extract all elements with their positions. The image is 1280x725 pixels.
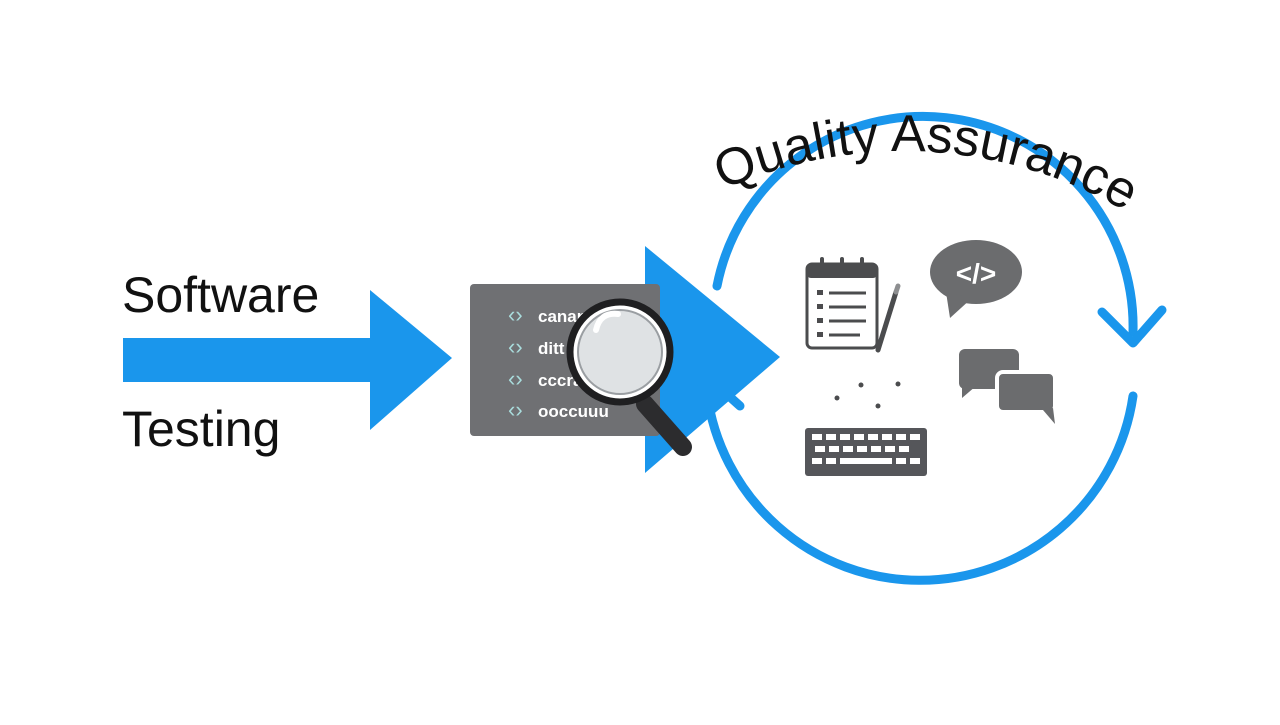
- code-brace-icon: ‹›: [508, 397, 523, 422]
- code-brace-icon: ‹›: [508, 334, 523, 359]
- cycle-arc-top: [712, 111, 1138, 337]
- magnifying-glass-icon: [566, 298, 692, 456]
- checklist-pencil-icon: [805, 257, 901, 353]
- cycle-arrowhead-left: [678, 374, 745, 413]
- software-label: Software: [122, 267, 320, 323]
- cycle-arrowhead-right: [1097, 305, 1167, 348]
- code-line-2: ‹› ditt: [508, 334, 565, 359]
- code-brace-icon: ‹›: [508, 302, 523, 327]
- testing-label: Testing: [122, 401, 281, 457]
- cycle-arc-bottom: [702, 388, 1138, 585]
- main-arrow: [123, 290, 452, 430]
- qa-cycle-arrows: [678, 111, 1167, 585]
- quality-assurance-text: Quality Assurance: [706, 105, 1148, 222]
- code-line-text: ooccuuu: [538, 402, 609, 421]
- quality-assurance-label: Quality Assurance: [706, 105, 1148, 222]
- keyboard-icon: [805, 381, 927, 476]
- chat-bubbles-icon: [959, 349, 1057, 424]
- code-line-text: ditt: [538, 339, 565, 358]
- code-brace-icon: ‹›: [508, 366, 523, 391]
- code-line-4: ‹› ooccuuu: [508, 397, 609, 422]
- code-speech-bubble-icon: </>: [930, 240, 1022, 318]
- code-bubble-glyph: </>: [956, 258, 996, 289]
- middle-arrow: [645, 246, 780, 473]
